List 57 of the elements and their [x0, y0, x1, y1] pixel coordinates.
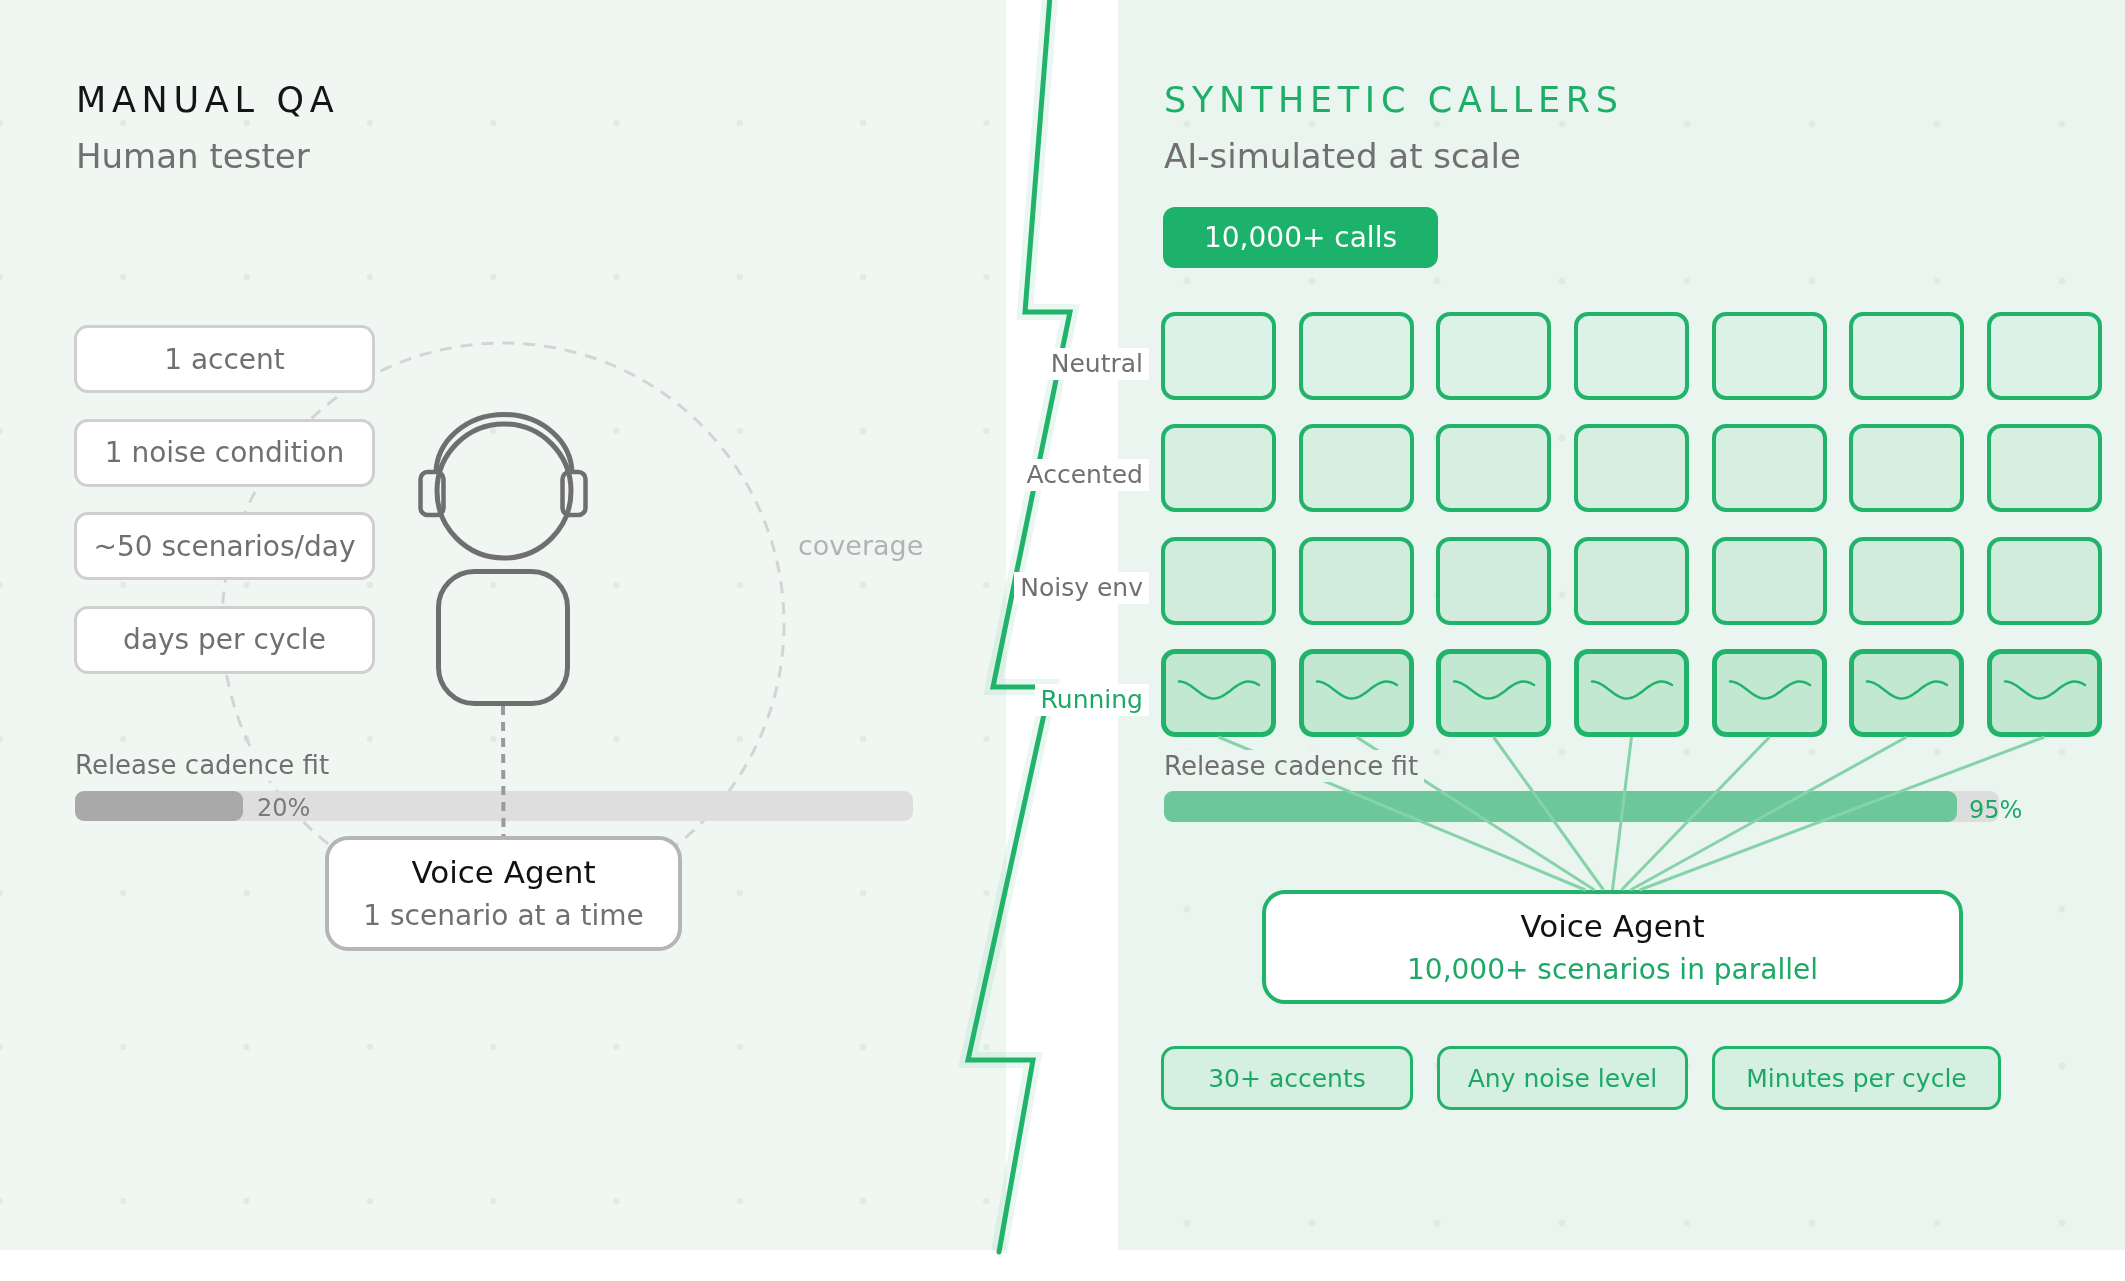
info-tag: 1 noise condition — [74, 418, 375, 487]
info-tag: Any noise level — [1437, 1046, 1688, 1110]
info-tag: days per cycle — [74, 605, 375, 674]
grid-tile — [1436, 424, 1551, 512]
annotation-label: coverage — [798, 529, 924, 563]
grid-tile — [1299, 537, 1414, 625]
grid-tile — [1436, 649, 1551, 737]
grid-tile — [1987, 649, 2102, 737]
row-label: Noisy env — [1014, 572, 1149, 604]
grid-tile — [1849, 537, 1964, 625]
grid-tile — [1161, 537, 1276, 625]
grid-tile — [1574, 537, 1689, 625]
count-badge: 10,000+ calls — [1163, 207, 1438, 268]
grid-tile — [1849, 424, 1964, 512]
grid-tile — [1299, 424, 1414, 512]
grid-tile — [1299, 649, 1414, 737]
percent-label: 20% — [257, 793, 311, 823]
agent-box — [1262, 890, 1963, 1004]
grid-tile — [1987, 537, 2102, 625]
grid-tile — [1849, 312, 1964, 400]
connector-line — [1638, 735, 2046, 892]
grid-tile — [1712, 537, 1827, 625]
dashed-connector — [501, 706, 506, 836]
grid-tile — [1712, 649, 1827, 737]
grid-tile — [1987, 424, 2102, 512]
info-tag: Minutes per cycle — [1712, 1046, 2001, 1110]
node-title: Voice Agent — [411, 853, 596, 893]
connector-line — [1611, 736, 1633, 891]
grid-tile — [1574, 649, 1689, 737]
grid-tile — [1161, 312, 1276, 400]
grid-tile — [1712, 424, 1827, 512]
node-subtitle: 1 scenario at a time — [363, 898, 644, 935]
connector-line — [1620, 735, 1771, 892]
percent-label: 95% — [1969, 795, 2023, 825]
info-tag: 30+ accents — [1161, 1046, 1413, 1110]
panel-subtitle: Human tester — [76, 135, 310, 177]
agent-box — [325, 836, 682, 951]
panel-heading: SYNTHETIC CALLERS — [1164, 79, 1624, 121]
node-title: Voice Agent — [1520, 906, 1705, 946]
grid-tile — [1574, 424, 1689, 512]
row-label: Running — [1034, 684, 1149, 716]
grid-tile — [1161, 424, 1276, 512]
connector-line — [1629, 735, 1908, 892]
grid-tile — [1849, 649, 1964, 737]
info-tag: 1 accent — [74, 325, 375, 393]
node-subtitle: 10,000+ scenarios in parallel — [1407, 951, 1818, 988]
grid-tile — [1436, 312, 1551, 400]
connector-line — [1492, 736, 1605, 891]
panel-heading: MANUAL QA — [76, 79, 340, 121]
grid-tile — [1712, 312, 1827, 400]
grid-tile — [1299, 312, 1414, 400]
grid-tile — [1436, 537, 1551, 625]
info-tag: ~50 scenarios/day — [74, 512, 375, 580]
panel-subtitle: AI-simulated at scale — [1164, 135, 1521, 177]
grid-tile — [1161, 649, 1276, 737]
grid-tile — [1574, 312, 1689, 400]
grid-tile — [1987, 312, 2102, 400]
